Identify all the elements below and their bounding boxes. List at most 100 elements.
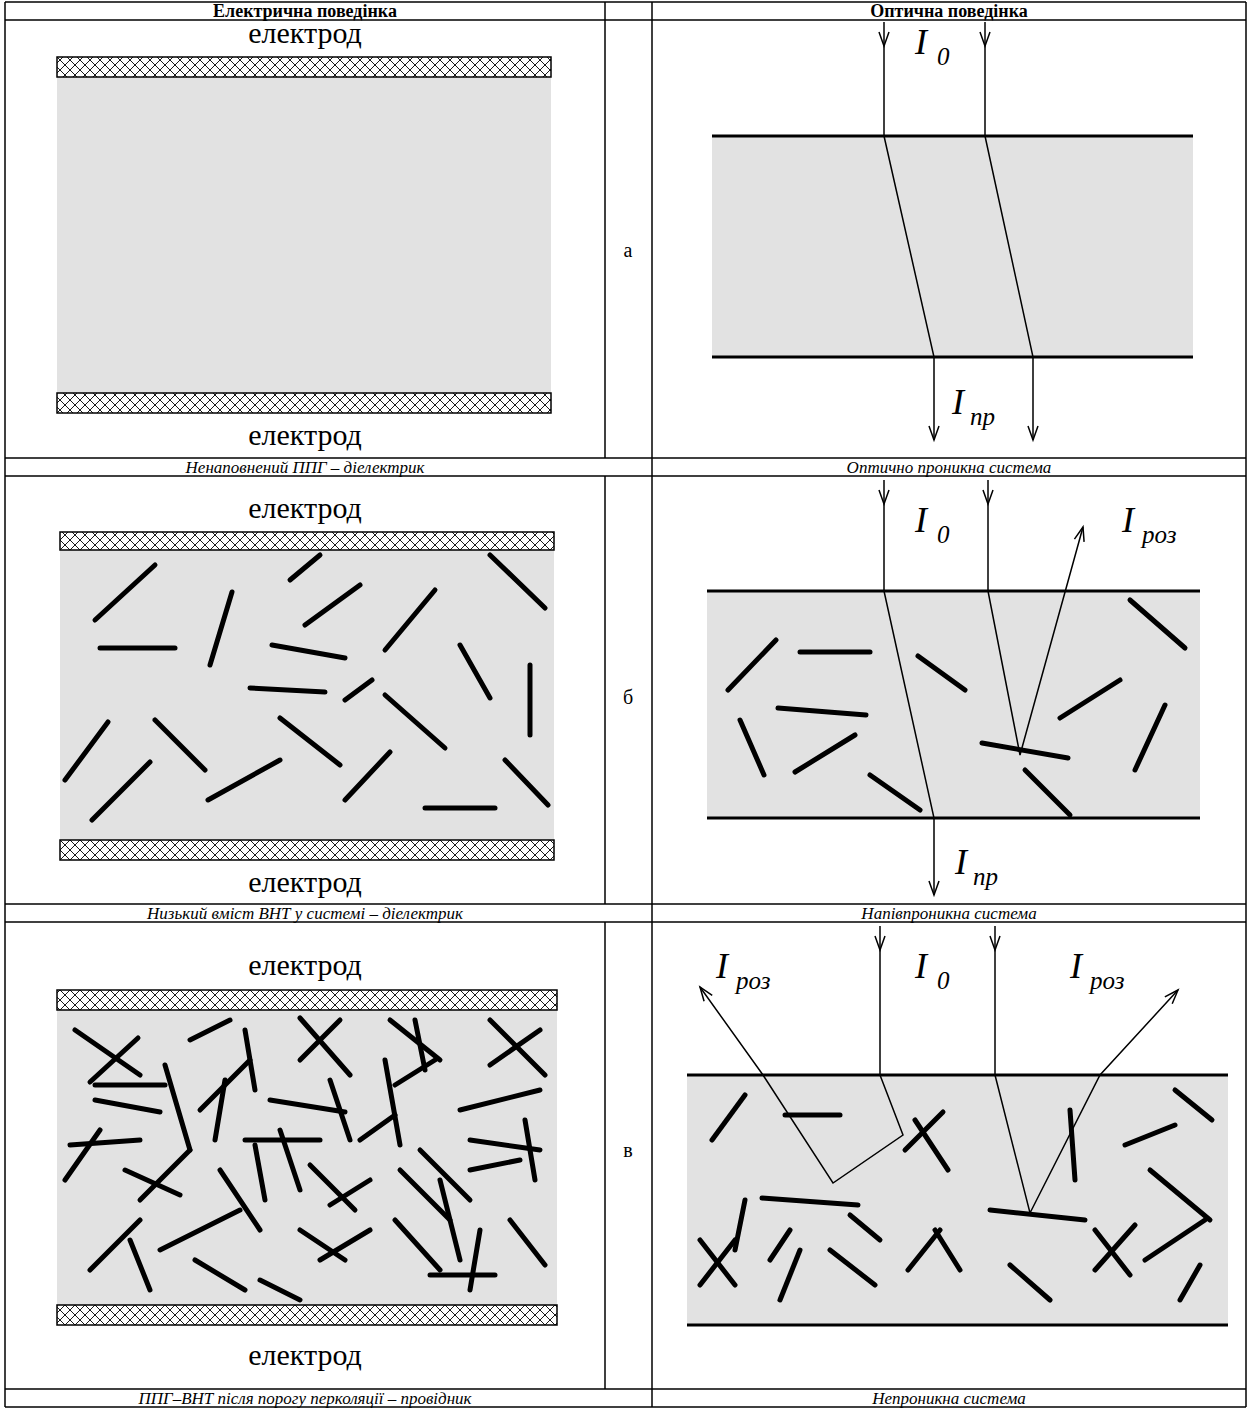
nanotube	[908, 1230, 940, 1270]
column-header: Оптична поведінка	[870, 2, 1028, 20]
arrow-head	[879, 490, 889, 504]
nanotube	[1180, 1265, 1200, 1300]
nanotube	[280, 1130, 300, 1190]
nanotube	[1130, 600, 1185, 648]
nanotube	[1010, 1265, 1050, 1300]
intensity-symbol: I	[915, 24, 927, 60]
nanotube	[195, 1260, 245, 1290]
intensity-symbol: I	[915, 948, 927, 984]
electrode-plate	[60, 532, 554, 550]
nanotube	[360, 1115, 395, 1140]
intensity-index: 0	[937, 968, 950, 993]
table-line	[5, 1, 1246, 3]
nanotube	[200, 1060, 250, 1110]
nanotube	[470, 1230, 480, 1290]
surface-line	[687, 1324, 1228, 1327]
nanotube	[740, 720, 764, 775]
nanotube	[208, 760, 280, 800]
nanotube	[320, 1230, 370, 1260]
composite-layer	[712, 136, 1193, 357]
nanotube	[1095, 1225, 1135, 1270]
intensity-index: роз	[736, 968, 770, 993]
nanotube	[735, 1200, 745, 1250]
light-ray	[988, 527, 1083, 755]
nanotube	[155, 720, 205, 770]
nanotube	[1150, 1170, 1210, 1220]
row-caption: Непроникна система	[872, 1390, 1026, 1407]
table-line	[1245, 2, 1247, 1407]
row-letter: в	[623, 1140, 632, 1160]
light-ray	[883, 480, 885, 591]
nanotube	[470, 1160, 520, 1170]
intensity-index: роз	[1090, 968, 1124, 993]
nanotube	[712, 1095, 745, 1140]
surface-line	[707, 817, 1200, 820]
light-ray	[884, 136, 934, 440]
nanotube	[65, 722, 108, 780]
composite-layer	[687, 1075, 1228, 1325]
nanotube	[140, 1150, 190, 1200]
nanotube	[528, 665, 533, 735]
nanotube	[1060, 680, 1120, 718]
nanotube	[990, 1210, 1085, 1220]
nanotube	[90, 1038, 138, 1082]
arrow-head	[875, 936, 885, 950]
surface-line	[712, 356, 1193, 359]
row-caption: ППГ–ВНТ після порогу перколяції – провід…	[138, 1390, 471, 1407]
nanotube	[460, 1090, 540, 1110]
composite-layer	[57, 1010, 557, 1305]
nanotube	[1135, 705, 1165, 770]
nanotube	[905, 1112, 943, 1150]
arrow-head	[929, 881, 939, 895]
nanotube	[280, 718, 340, 765]
intensity-symbol: I	[1070, 948, 1082, 984]
table-line	[604, 2, 606, 458]
composite-layer	[57, 77, 551, 393]
nanotube	[1125, 1125, 1175, 1145]
nanotube	[65, 1130, 100, 1180]
nanotube	[918, 656, 965, 690]
nanotube	[700, 1240, 735, 1285]
nanotube	[770, 1230, 790, 1260]
nanotube	[95, 1083, 165, 1088]
arrow-head	[929, 426, 939, 440]
row-letter: б	[623, 687, 633, 707]
table-line	[5, 19, 1246, 21]
light-ray	[984, 22, 986, 136]
electrode-plate	[57, 1305, 557, 1325]
surface-line	[707, 590, 1200, 593]
nanotube	[430, 1273, 495, 1278]
arrow-head	[983, 490, 993, 504]
nanotube	[1145, 1220, 1205, 1260]
nanotube	[160, 1210, 240, 1250]
nanotube	[490, 1020, 545, 1075]
nanotube	[165, 1065, 190, 1150]
nanotube	[490, 1030, 540, 1065]
nanotube	[780, 1250, 800, 1300]
nanotube	[490, 555, 545, 608]
intensity-index: пр	[970, 404, 995, 429]
electrode-label: електрод	[248, 18, 362, 48]
row-caption: Напівпроникна система	[861, 905, 1036, 922]
intensity-symbol: I	[952, 384, 964, 420]
table-line	[651, 2, 653, 1407]
row-caption: Низький вміст ВНТ у системі – діелектрик	[147, 905, 463, 922]
nanotube	[260, 1280, 300, 1300]
nanotube	[92, 762, 150, 820]
nanotube	[95, 1100, 160, 1112]
table-line	[604, 922, 606, 1389]
nanotube	[1175, 1090, 1212, 1120]
intensity-symbol: I	[716, 948, 728, 984]
light-ray	[995, 990, 1178, 1213]
electrode-plate	[57, 57, 551, 77]
nanotube	[425, 806, 495, 811]
nanotube	[778, 708, 866, 715]
nanotube	[395, 1060, 435, 1085]
intensity-index: 0	[937, 44, 950, 69]
nanotube	[460, 645, 490, 698]
nanotube	[345, 752, 390, 800]
row-letter: а	[624, 240, 633, 260]
table-line	[4, 2, 6, 1407]
composite-layer	[60, 550, 554, 840]
nanotube	[785, 1113, 840, 1118]
